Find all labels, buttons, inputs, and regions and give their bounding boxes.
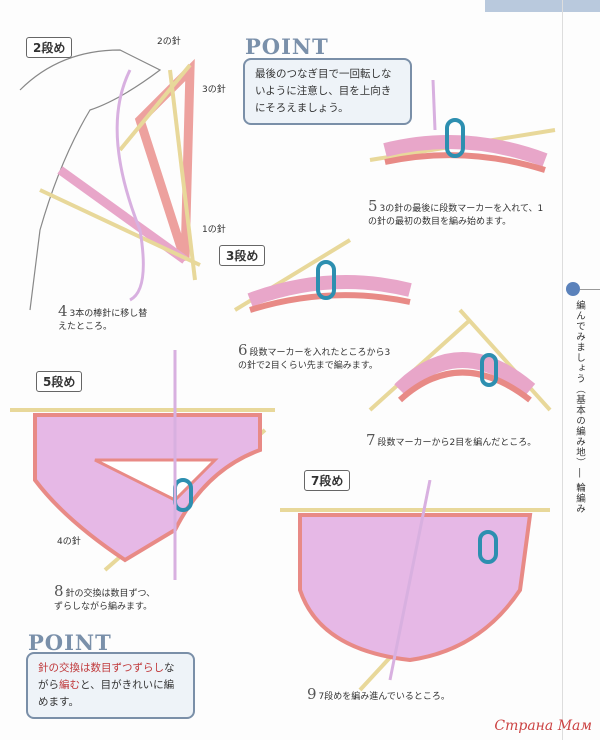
step-label-2: 2段め — [26, 37, 73, 58]
point-box-2: 針の交換は数目ずつずらしながら編むと、目がきれいに編めます。 — [26, 652, 195, 719]
needle-label-2: 2の針 — [157, 37, 181, 47]
illustration-step9 — [280, 480, 550, 692]
point-text: ながら — [38, 662, 175, 691]
caption-text: 段数マーカーから2目を編んだところ。 — [377, 438, 537, 448]
caption-text: 段数マーカーを入れたところから3の針で2目くらい先まで編みます。 — [238, 348, 391, 371]
needle-label-4: 4の針 — [57, 537, 81, 547]
illustration-step7 — [368, 308, 552, 412]
caption-text: 3本の棒針に移し替えたところ。 — [58, 309, 148, 332]
caption-number: 7 — [366, 431, 376, 449]
page-tab — [485, 0, 600, 12]
caption-number: 9 — [307, 685, 317, 703]
needle-label-3: 3の針 — [202, 85, 226, 95]
illustration-step6 — [233, 238, 412, 313]
margin-line — [562, 0, 563, 740]
point-text: と、目がきれいに編めます。 — [38, 679, 175, 708]
point-box: 最後のつなぎ目で一回転しないように注意し、目を上向きにそろえましょう。 — [243, 58, 412, 125]
caption-number: 8 — [54, 582, 64, 600]
watermark: Страна Мам — [494, 718, 592, 734]
side-title: 編んでみましょう（基本の編み地）― 輪編み — [574, 300, 585, 515]
caption-text: 針の交換は数目ずつ、ずらしながら編みます。 — [54, 589, 156, 612]
illustration-step5 — [369, 79, 556, 173]
point-title-2: POINT — [28, 630, 112, 655]
point-title: POINT — [245, 34, 329, 59]
step-label-3: 3段め — [219, 245, 266, 266]
caption-text: 7段めを編み進んでいるところ。 — [318, 692, 450, 702]
section-dot — [566, 282, 580, 296]
section-line — [580, 289, 600, 290]
caption-number: 4 — [58, 302, 68, 320]
illustration-step4 — [19, 49, 201, 311]
needle-label-1: 1の針 — [202, 225, 226, 235]
step-label-5: 5段め — [36, 371, 83, 392]
caption-number: 5 — [368, 197, 378, 215]
step-label-7: 7段め — [304, 470, 351, 491]
point-text-red: 編む — [59, 679, 80, 691]
caption-number: 6 — [238, 341, 248, 359]
point-text-red: 針の交換は数目ずつずらし — [38, 662, 164, 674]
caption-text: 3の針の最後に段数マーカーを入れて、1の針の最初の数目を編み始めます。 — [368, 204, 544, 227]
illustration-step8 — [10, 350, 275, 580]
